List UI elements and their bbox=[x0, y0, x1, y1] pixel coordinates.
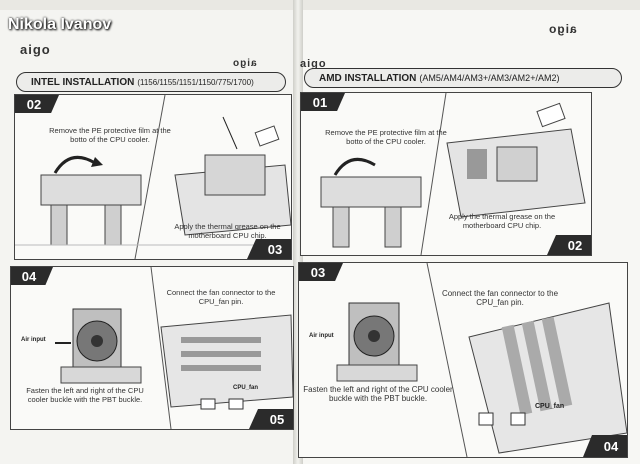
fan-connector-illustration bbox=[336, 263, 627, 457]
step-caption: Connect the fan connector to the CPU_fan… bbox=[441, 289, 559, 308]
step-caption: Remove the PE protective film at the bot… bbox=[325, 128, 447, 146]
brand-logo: aigo bbox=[20, 42, 51, 57]
brand-logo: aigo bbox=[300, 58, 327, 70]
step-caption: Apply the thermal grease on the motherbo… bbox=[174, 222, 281, 240]
amd-step-01-02-panel: 01 Remove the PE protective film at the … bbox=[300, 92, 592, 256]
header-title: INTEL INSTALLATION bbox=[31, 76, 135, 88]
watermark-text: Nikola Ivanov bbox=[8, 16, 112, 33]
step-number: 01 bbox=[301, 93, 345, 111]
header-title: AMD INSTALLATION bbox=[319, 72, 417, 84]
step-number: 02 bbox=[15, 95, 59, 113]
cooler-and-motherboard-illustration bbox=[15, 95, 291, 259]
amd-step-03-04-panel: 03 Connect the fan connector to the CPU_… bbox=[298, 262, 628, 458]
header-sockets: (AM5/AM4/AM3+/AM3/AM2+/AM2) bbox=[419, 73, 560, 83]
step-number: 04 bbox=[583, 435, 627, 457]
cpu-fan-label: CPU_fan bbox=[535, 403, 565, 410]
header-sockets: (1156/1155/1151/1150/775/1700) bbox=[137, 77, 254, 87]
amd-installation-header: AMD INSTALLATION (AM5/AM4/AM3+/AM3/AM2+/… bbox=[304, 68, 622, 88]
step-number: 02 bbox=[547, 235, 591, 255]
step-caption: Remove the PE protective film at the bot… bbox=[49, 126, 171, 144]
cpu-fan-label: CPU_fan bbox=[233, 385, 259, 391]
air-input-label: Air input bbox=[21, 337, 46, 343]
step-number: 03 bbox=[299, 263, 343, 281]
air-input-label: Air input bbox=[309, 333, 334, 339]
step-caption: Connect the fan connector to the CPU_fan… bbox=[166, 288, 276, 306]
page-fold bbox=[293, 0, 303, 464]
intel-step-02-03-panel: 02 Remove the PE protective film at the … bbox=[14, 94, 292, 260]
step-caption: Fasten the left and right of the CPU coo… bbox=[303, 385, 453, 404]
brand-logo-mirrored: aigo bbox=[548, 22, 577, 36]
step-number: 03 bbox=[247, 239, 291, 259]
step-number: 04 bbox=[11, 267, 53, 285]
fan-connector-illustration bbox=[55, 267, 293, 429]
cooler-and-motherboard-illustration bbox=[320, 93, 586, 255]
intel-step-04-05-panel: 04 Connect the fan connector to the CPU_… bbox=[10, 266, 294, 430]
step-caption: Apply the thermal grease on the motherbo… bbox=[448, 212, 556, 230]
step-caption: Fasten the left and right of the CPU coo… bbox=[26, 386, 144, 404]
brand-logo-mirrored: aigo bbox=[232, 58, 257, 69]
step-number: 05 bbox=[249, 409, 293, 429]
intel-installation-header: INTEL INSTALLATION (1156/1155/1151/1150/… bbox=[16, 72, 286, 92]
